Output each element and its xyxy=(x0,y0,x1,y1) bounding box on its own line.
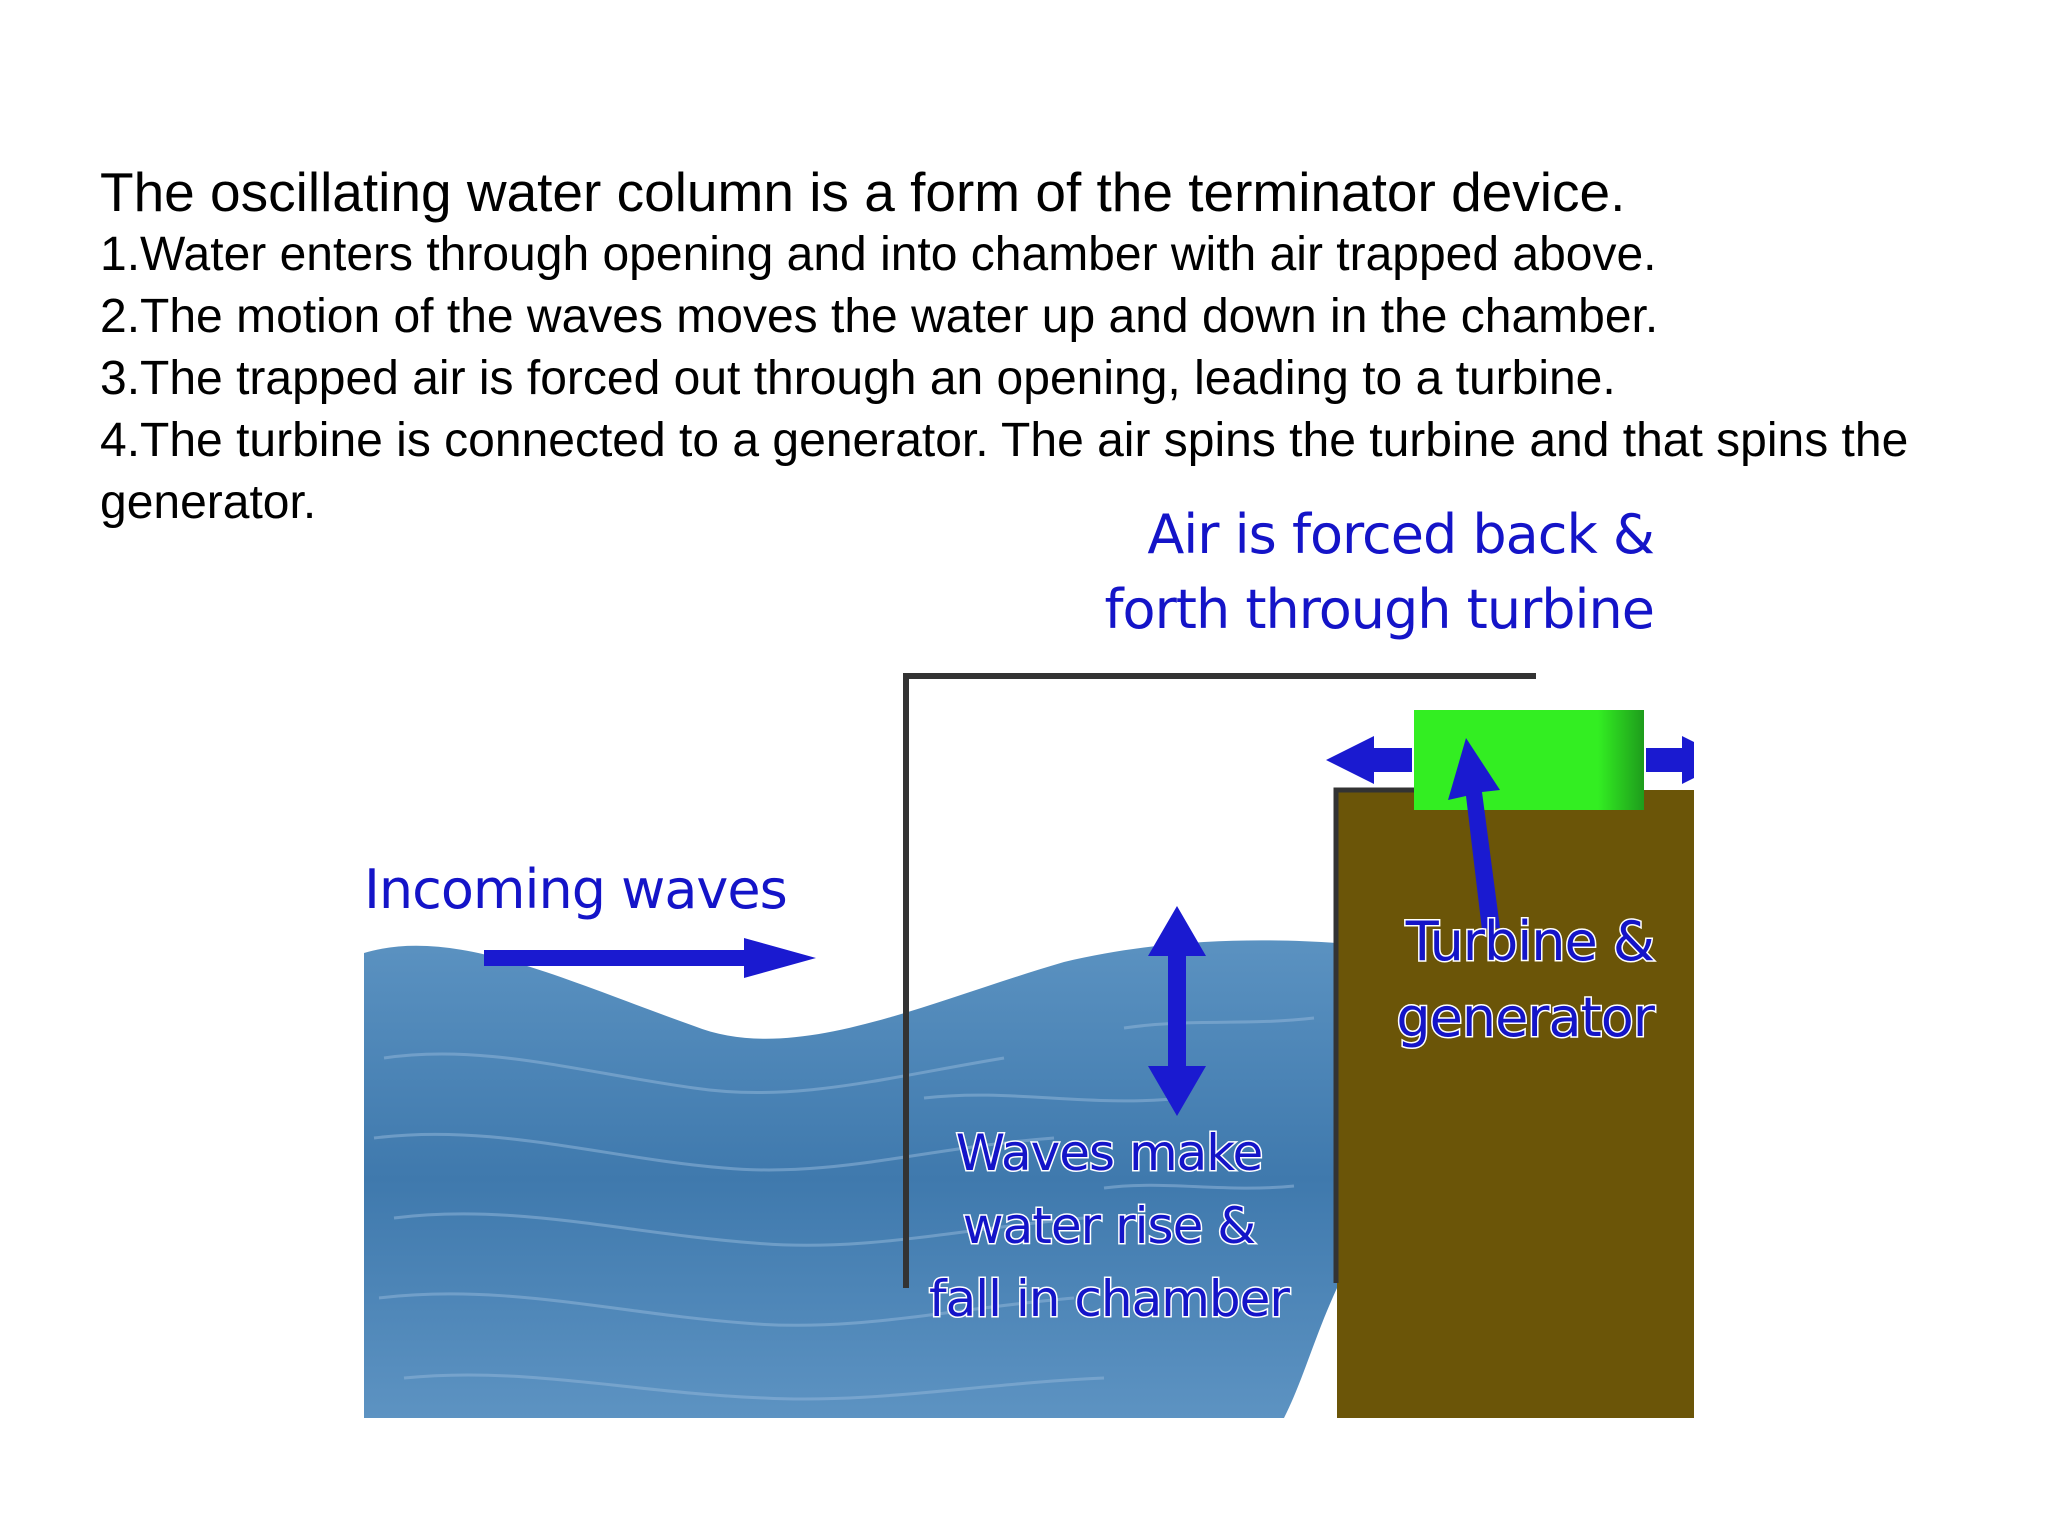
step-4: 4.The turbine is connected to a generato… xyxy=(100,414,1909,529)
land-block xyxy=(1337,790,1694,1418)
left-arrow-icon xyxy=(1326,736,1412,784)
chamber-label-line-2: water rise & xyxy=(963,1197,1256,1255)
step-2: 2.The motion of the waves moves the wate… xyxy=(100,290,1659,343)
water-body xyxy=(364,940,1337,1418)
chamber-label-line-1: Waves make xyxy=(956,1124,1262,1182)
turbine-label-line-2: generator xyxy=(1396,986,1655,1049)
water-ripples xyxy=(373,1016,1315,1401)
right-arrow-icon xyxy=(1646,736,1694,784)
owc-diagram: Air is forced back & forth through turbi… xyxy=(364,502,1694,1418)
slide-heading: The oscillating water column is a form o… xyxy=(100,161,1626,223)
up-down-arrow-icon xyxy=(1148,906,1206,1116)
chamber-label-line-3: fall in chamber xyxy=(929,1270,1290,1328)
chamber-wall xyxy=(903,673,1536,1288)
step-3: 3.The trapped air is forced out through … xyxy=(100,352,1616,405)
air-label-line-1: Air is forced back & xyxy=(1147,503,1654,566)
incoming-waves-arrow-icon xyxy=(484,938,816,978)
step-1: 1.Water enters through opening and into … xyxy=(100,228,1657,281)
up-arrow-icon xyxy=(1448,738,1500,930)
incoming-waves-label: Incoming waves xyxy=(364,858,787,921)
turbine-generator-box xyxy=(1414,710,1644,810)
slide-text: The oscillating water column is a form o… xyxy=(100,160,2000,534)
air-label-line-2: forth through turbine xyxy=(1105,578,1654,641)
turbine-label-line-1: Turbine & xyxy=(1405,910,1654,973)
